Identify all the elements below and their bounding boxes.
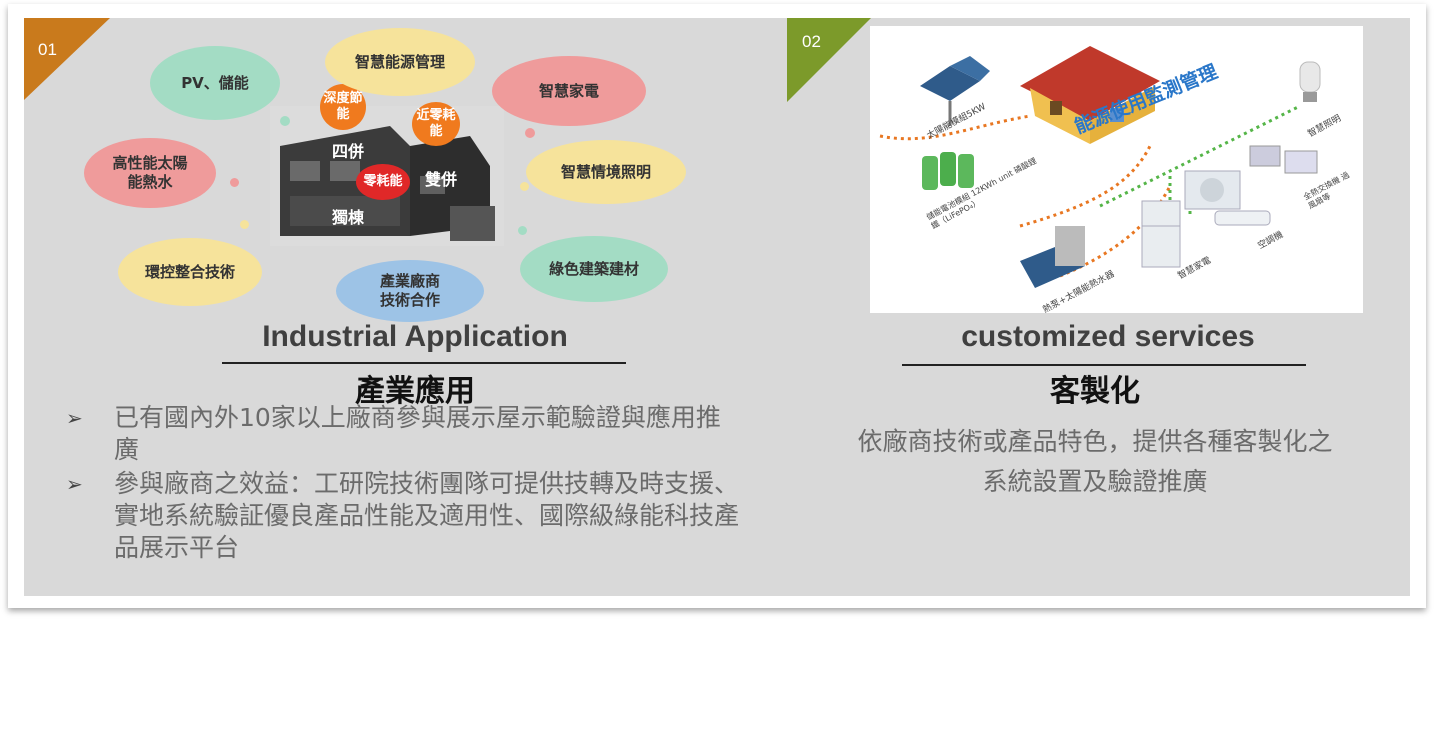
refrigerator-icon <box>1141 200 1181 268</box>
tag-deep-saving: 深度節能 <box>320 84 366 130</box>
corner-badge-01 <box>24 18 110 100</box>
bubble-solar-water: 高性能太陽能熱水 <box>84 138 216 208</box>
corner-badge-02 <box>787 18 871 102</box>
light-bulb-icon <box>1299 61 1321 102</box>
customized-services-title: customized services <box>961 320 1255 353</box>
bubble-env-control: 環控整合技術 <box>118 238 262 306</box>
energy-monitoring-diagram: 能源使用監測管理 太陽能模組5KW 儲能電池模組 12KWh unit 磷酸鋰鐵… <box>870 26 1363 313</box>
bubble-dot <box>230 178 239 187</box>
bubble-green-material: 綠色建築建材 <box>520 236 668 302</box>
bubble-industry-coop: 產業廠商技術合作 <box>336 260 484 322</box>
bubble-dot <box>240 220 249 229</box>
industrial-application-title-zh: 產業應用 <box>355 374 475 409</box>
building-label-2: 雙併 <box>425 170 458 189</box>
air-conditioner-icon <box>1184 145 1318 226</box>
tag-zero: 零耗能 <box>356 164 410 200</box>
industrial-application-title: Industrial Application <box>262 320 568 353</box>
customized-services-description: 依廠商技術或產品特色，提供各種客製化之系統設置及驗證推廣 <box>857 427 1333 496</box>
arrow-bullet-icon: ➢ <box>66 472 83 496</box>
industrial-benefit-list: ➢ 已有國內外10家以上廠商參與展示屋示範驗證與應用推廣 ➢ 參與廠商之效益：工… <box>62 402 742 566</box>
battery-icon <box>922 152 974 190</box>
bubble-dot <box>520 182 529 191</box>
solar-panel-icon <box>920 56 990 126</box>
section-number-01: 01 <box>38 40 57 59</box>
water-heater-icon <box>1020 226 1085 288</box>
bubble-pv: PV、儲能 <box>150 46 280 120</box>
list-item: ➢ 已有國內外10家以上廠商參與展示屋示範驗證與應用推廣 <box>62 402 742 466</box>
bubble-lighting: 智慧情境照明 <box>526 140 686 204</box>
list-item: ➢ 參與廠商之效益：工研院技術團隊可提供技轉及時支援、實地系統驗証優良產品性能及… <box>62 468 742 564</box>
building-label-1: 獨棟 <box>332 208 365 227</box>
title-underline-left <box>222 362 626 364</box>
tag-near-zero: 近零耗能 <box>412 102 460 146</box>
section-number-02: 02 <box>802 32 821 51</box>
bullet-text: 已有國內外10家以上廠商參與展示屋示範驗證與應用推廣 <box>114 403 721 464</box>
bubble-smart-appliance: 智慧家電 <box>492 56 646 126</box>
industrial-application-diagram: 四併 雙併 獨棟 深度節能 近零耗能 零耗能 PV、儲能 智慧能源管理 智慧家電… <box>80 24 700 324</box>
bubble-energy-mgmt: 智慧能源管理 <box>325 28 475 96</box>
house-icon <box>1020 46 1160 144</box>
bubble-dot <box>525 128 535 138</box>
customized-services-title-zh: 客製化 <box>1050 374 1140 409</box>
title-underline-right <box>902 364 1306 366</box>
bubble-dot <box>518 226 527 235</box>
arrow-bullet-icon: ➢ <box>66 406 83 430</box>
building-label-4: 四併 <box>332 142 365 161</box>
bullet-text: 參與廠商之效益：工研院技術團隊可提供技轉及時支援、實地系統驗証優良產品性能及適用… <box>114 469 740 562</box>
bubble-dot <box>280 116 290 126</box>
